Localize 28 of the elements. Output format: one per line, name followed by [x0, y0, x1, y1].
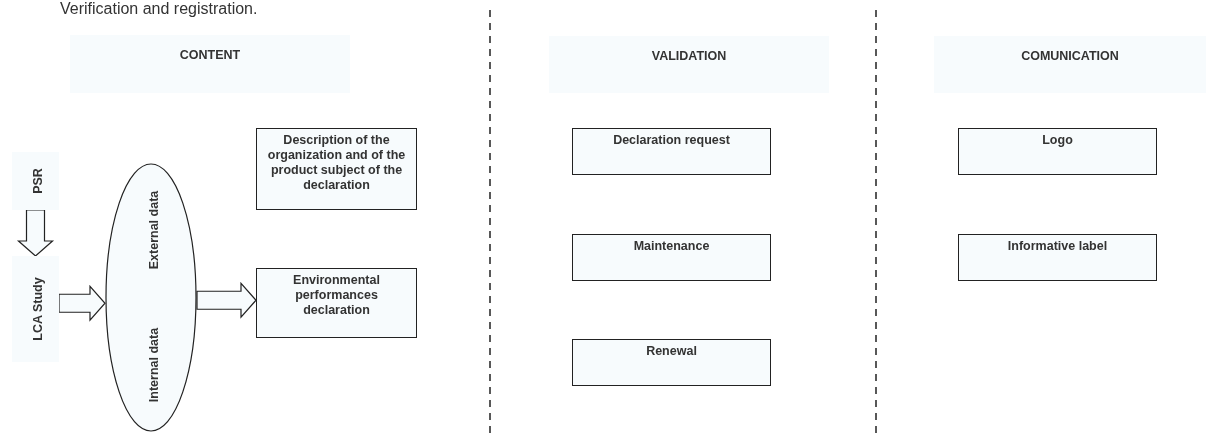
side-band [12, 256, 59, 362]
box-text: Logo [1041, 133, 1074, 148]
box-text: Informative label [1006, 239, 1109, 254]
ellipse-text: External data [146, 191, 162, 270]
data-ellipse [105, 163, 197, 432]
process-box [256, 128, 417, 210]
process-box [572, 234, 771, 281]
box-text: Maintenance [632, 239, 711, 254]
box-text: Description of the organization and of the product subject of the declaration [266, 133, 407, 193]
process-box [572, 128, 771, 175]
band-text: PSR [30, 168, 45, 194]
process-box [958, 234, 1157, 281]
side-band [12, 152, 59, 210]
block-arrow [16, 209, 55, 257]
process-box [572, 339, 771, 386]
box-text: Declaration request [612, 133, 731, 148]
block-arrow [196, 281, 257, 319]
box-text: Environmental performances declaration [292, 273, 381, 318]
ellipse-text: Internal data [146, 327, 162, 402]
heading-text: Verification and registration. [60, 0, 258, 18]
process-box [958, 128, 1157, 175]
header-text: CONTENT [178, 47, 242, 63]
box-text: Renewal [645, 344, 698, 359]
process-box [256, 268, 417, 338]
band-text: LCA Study [30, 277, 45, 341]
header-text: COMUNICATION [1020, 48, 1120, 64]
block-arrow [58, 284, 106, 322]
header-text: VALIDATION [650, 48, 728, 64]
